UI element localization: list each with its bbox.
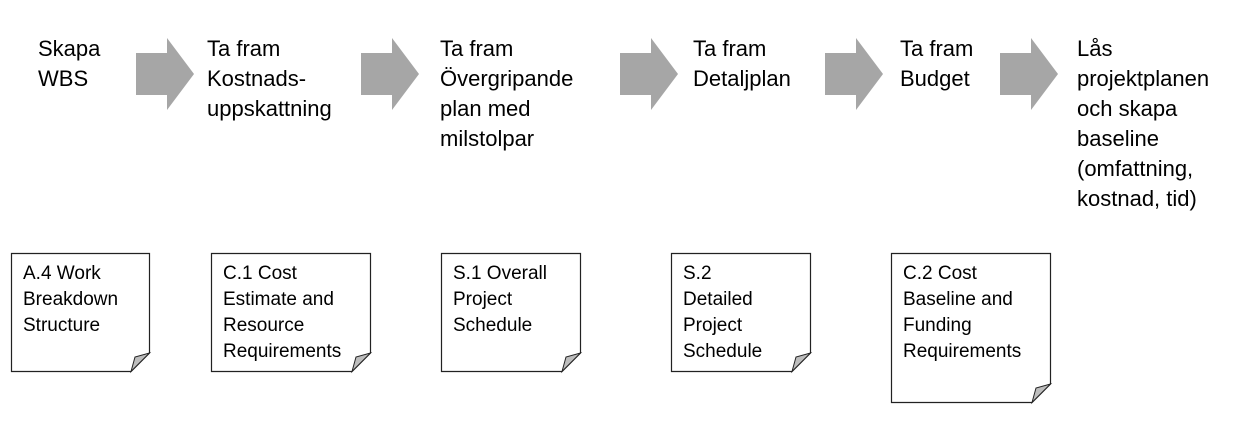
flow-arrow-icon [361, 38, 419, 110]
flow-arrow-icon [620, 38, 678, 110]
step-las-projektplanen: Lås projektplanen och skapa baseline (om… [1077, 36, 1210, 211]
document-label: C.2 Cost Baseline and Funding Requiremen… [903, 263, 1022, 362]
step-detaljplan: Ta fram Detaljplan [693, 36, 791, 91]
document-cost-estimate: C.1 Cost Estimate and Resource Requireme… [210, 252, 373, 374]
step-overgripande-plan: Ta fram Övergripande plan med milstolpar [440, 36, 574, 151]
document-work-breakdown-structure: A.4 Work Breakdown Structure [10, 252, 152, 374]
step-kostnadsuppskattning: Ta fram Kostnads- uppskattning [207, 36, 332, 121]
document-cost-baseline: C.2 Cost Baseline and Funding Requiremen… [890, 252, 1053, 405]
document-detailed-project-schedule: S.2 Detailed Project Schedule [670, 252, 813, 374]
flow-arrow-icon [1000, 38, 1058, 110]
document-label: S.2 Detailed Project Schedule [683, 263, 763, 362]
flow-arrow-icon [136, 38, 194, 110]
document-page-icon [440, 252, 583, 374]
document-page-icon [210, 252, 373, 374]
document-page-icon [10, 252, 152, 374]
document-label: A.4 Work Breakdown Structure [23, 263, 119, 336]
document-label: S.1 Overall Project Schedule [453, 263, 547, 336]
flow-arrow-icon [825, 38, 883, 110]
document-page-icon [670, 252, 813, 374]
document-overall-project-schedule: S.1 Overall Project Schedule [440, 252, 583, 374]
document-page-icon [890, 252, 1053, 405]
step-skapa-wbs: Skapa WBS [38, 36, 101, 91]
document-label: C.1 Cost Estimate and Resource Requireme… [223, 263, 342, 362]
step-budget: Ta fram Budget [900, 36, 974, 91]
